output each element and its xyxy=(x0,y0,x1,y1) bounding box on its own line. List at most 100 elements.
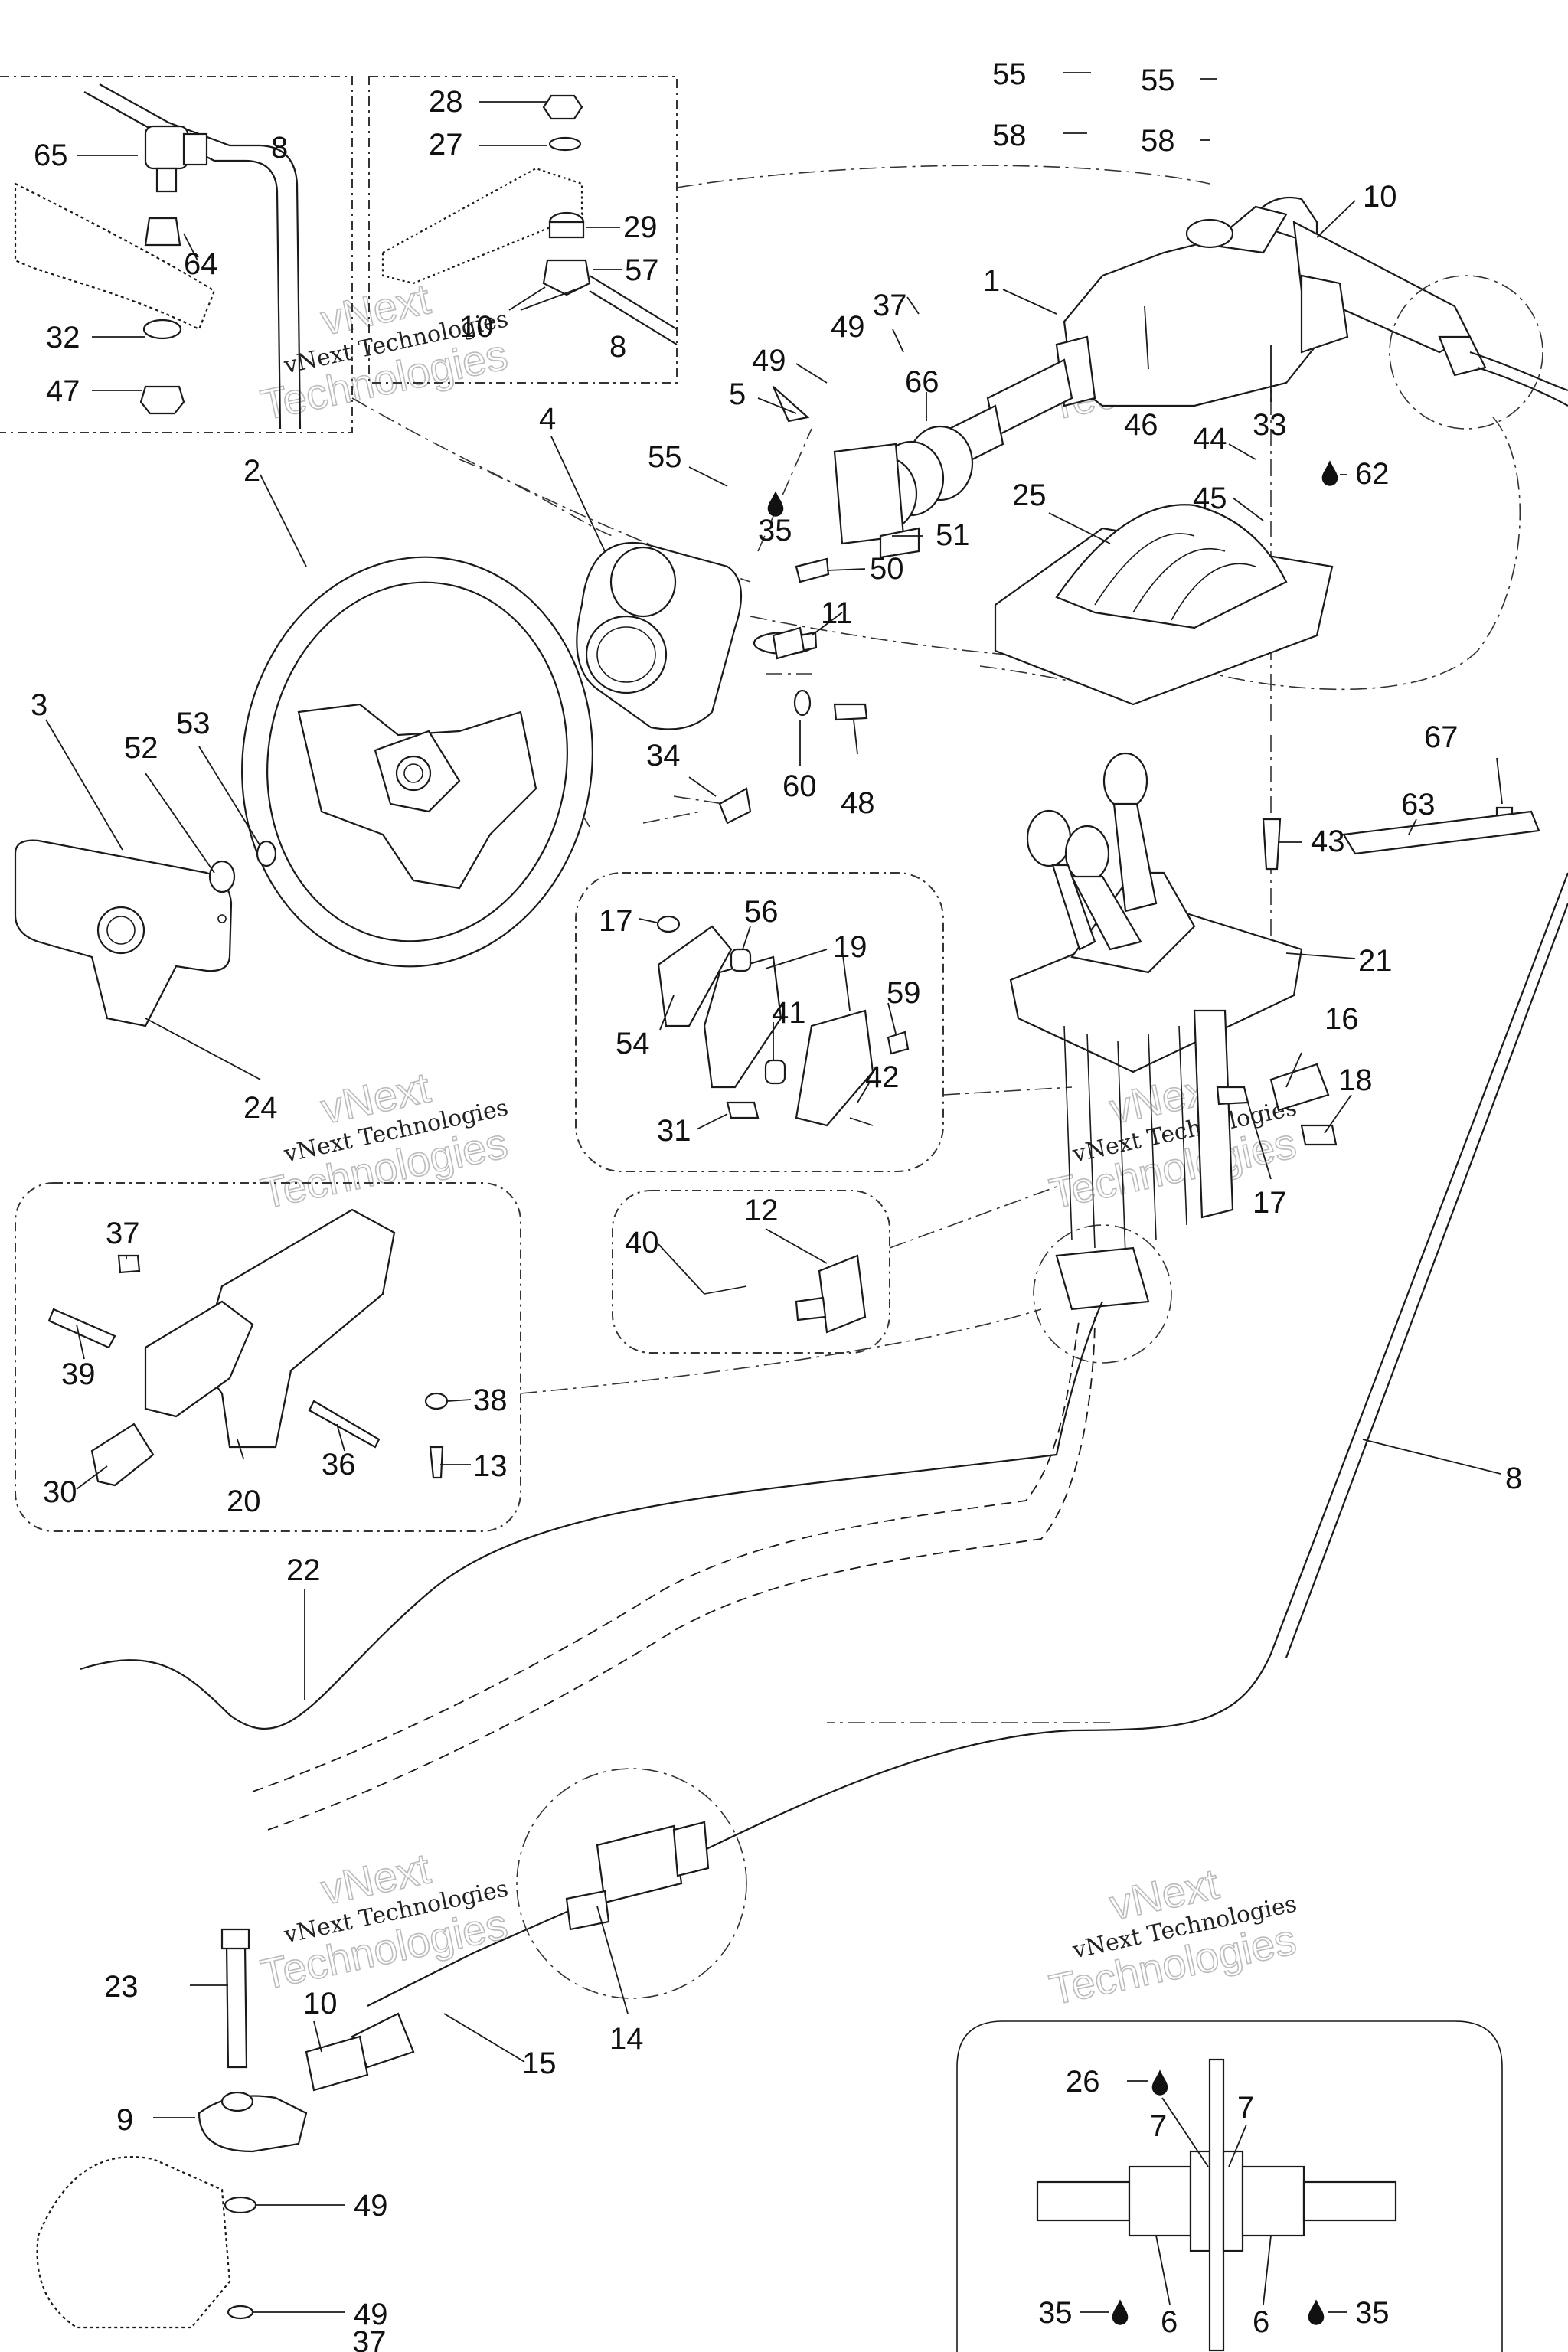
callout: 31 xyxy=(657,1114,691,1148)
callout: 33 xyxy=(1253,408,1287,442)
steering-cover xyxy=(576,541,743,730)
callout: 3 xyxy=(31,688,47,722)
control-cables xyxy=(80,872,1568,2092)
steering-wheel xyxy=(241,556,593,968)
callout: 57 xyxy=(625,253,659,287)
callout: 53 xyxy=(176,707,211,740)
callout: 5 xyxy=(729,377,746,411)
callout: 39 xyxy=(61,1357,96,1391)
callout: 8 xyxy=(271,131,288,165)
callout: 6 xyxy=(1161,2305,1178,2339)
callout: 17 xyxy=(599,904,633,938)
detail-bracket xyxy=(47,1208,449,1487)
small-hardware xyxy=(718,626,1540,1146)
callout: 55 xyxy=(1141,64,1175,97)
callout: 30 xyxy=(43,1475,77,1509)
callout: 6 xyxy=(1253,2305,1269,2339)
callout: 35 xyxy=(1355,2296,1390,2330)
cable-detail-box xyxy=(956,2020,1503,2352)
callout: 41 xyxy=(772,996,806,1030)
callout: 26 xyxy=(1066,2065,1100,2099)
callout: 21 xyxy=(1358,944,1393,978)
callout: 62 xyxy=(1355,457,1390,491)
oil-drop-icon xyxy=(1112,2299,1129,2325)
leader-lines xyxy=(45,72,1503,2313)
oil-drop-icon xyxy=(1321,460,1338,486)
callout: 7 xyxy=(1150,2109,1167,2143)
callout: 55 xyxy=(992,57,1027,91)
callout: 49 xyxy=(752,344,786,377)
callout: 23 xyxy=(104,1970,139,2004)
callout: 43 xyxy=(1311,825,1345,858)
callout: 18 xyxy=(1338,1063,1373,1097)
callout: 14 xyxy=(609,2022,644,2056)
callout: 20 xyxy=(227,1485,261,1518)
callout: 48 xyxy=(841,786,875,820)
callout: 34 xyxy=(646,739,681,773)
detail-link-plates xyxy=(656,915,910,1127)
callout: 38 xyxy=(473,1383,508,1417)
callout: 52 xyxy=(124,731,158,765)
detail-lever xyxy=(381,94,678,345)
callout: 49 xyxy=(354,2298,388,2331)
horn-pad xyxy=(14,839,277,1027)
callout: 37 xyxy=(352,2325,387,2352)
callout: 42 xyxy=(865,1060,900,1094)
shifter-assembly xyxy=(1009,752,1303,1311)
shifter-plate xyxy=(994,504,1334,706)
oil-drop-icon xyxy=(767,491,784,517)
oil-drop-icon xyxy=(1152,2069,1168,2096)
callout: 55 xyxy=(648,440,682,474)
callout: 24 xyxy=(243,1091,278,1125)
callout-labels: 55 58 55 58 10 1 37 49 49 5 66 46 33 44 … xyxy=(31,57,1522,2352)
callout: 51 xyxy=(936,518,970,552)
callout: 11 xyxy=(821,596,853,630)
callout: 27 xyxy=(429,128,463,162)
callout: 44 xyxy=(1193,422,1227,456)
callout: 64 xyxy=(184,247,218,281)
callout: 25 xyxy=(1012,479,1047,512)
callout: 9 xyxy=(116,2103,133,2137)
callout: 37 xyxy=(873,289,907,322)
callout: 49 xyxy=(831,310,865,344)
callout: 13 xyxy=(473,1449,508,1483)
callout: 66 xyxy=(905,365,939,399)
callout: 19 xyxy=(833,930,867,964)
oil-drop-icon xyxy=(1308,2299,1325,2325)
steering-column-helm xyxy=(753,196,1568,655)
callout: 67 xyxy=(1424,720,1459,754)
callout: 36 xyxy=(322,1448,356,1481)
callout: 54 xyxy=(616,1027,650,1060)
callout: 58 xyxy=(1141,124,1175,158)
callout: 59 xyxy=(887,976,921,1010)
callout: 63 xyxy=(1401,788,1436,822)
callout: 35 xyxy=(1038,2296,1073,2330)
callout: 47 xyxy=(46,374,80,408)
callout: 10 xyxy=(1363,180,1397,214)
callout: 65 xyxy=(34,139,68,172)
callout: 40 xyxy=(625,1226,659,1259)
callout: 49 xyxy=(354,2189,388,2223)
callout: 10 xyxy=(303,1987,338,2020)
detail-boxes xyxy=(0,76,1503,2352)
callout: 37 xyxy=(106,1217,140,1250)
callout: 7 xyxy=(1237,2091,1254,2125)
callout: 58 xyxy=(992,119,1027,152)
detail-cable-fitting xyxy=(1036,2058,1397,2352)
callout: 22 xyxy=(286,1553,321,1587)
callout: 4 xyxy=(539,402,556,436)
callout: 1 xyxy=(983,264,1000,298)
callout: 10 xyxy=(459,310,494,344)
callout: 50 xyxy=(870,552,904,586)
callout: 32 xyxy=(46,321,80,354)
callout: 8 xyxy=(1505,1462,1522,1495)
callout: 60 xyxy=(782,769,817,803)
callout: 45 xyxy=(1193,482,1227,515)
callout: 17 xyxy=(1253,1186,1287,1220)
detail-cable-end xyxy=(14,83,302,430)
callout: 56 xyxy=(744,895,779,929)
reference-lines xyxy=(321,165,1521,1723)
callout: 12 xyxy=(744,1194,779,1227)
lubricant-markers xyxy=(767,460,1338,2325)
